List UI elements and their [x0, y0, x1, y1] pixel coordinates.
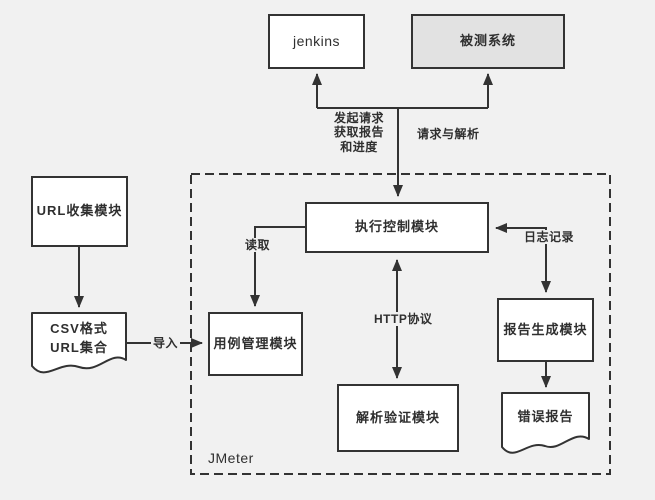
node-jenkins: jenkins — [268, 14, 365, 69]
node-parse-verify-label: 解析验证模块 — [355, 409, 440, 425]
edge-label-log-record: 日志记录 — [522, 230, 577, 245]
node-exec-control-label: 执行控制模块 — [354, 219, 439, 235]
node-report-gen: 报告生成模块 — [497, 298, 594, 362]
doc-shape-csv — [31, 312, 127, 374]
node-case-mgmt-label: 用例管理模块 — [213, 335, 298, 351]
doc-csv-label: CSV格式 URL集合 — [50, 320, 108, 356]
edge-label-http-protocol: HTTP协议 — [372, 312, 435, 327]
doc-error-report-label: 错误报告 — [517, 409, 574, 425]
jmeter-container-border — [190, 173, 611, 475]
node-report-gen-label: 报告生成模块 — [503, 321, 588, 337]
node-exec-control: 执行控制模块 — [305, 202, 489, 253]
edge-label-request-and-parse: 请求与解析 — [417, 127, 480, 141]
node-system-under-test-label: 被测系统 — [459, 33, 516, 49]
node-jenkins-label: jenkins — [292, 33, 341, 50]
edge-read-to-case-mgmt — [250, 226, 305, 307]
edge-label-read: 读取 — [243, 238, 273, 253]
node-url-collector: URL收集模块 — [31, 176, 128, 247]
doc-shape-error-report — [501, 392, 590, 454]
node-system-under-test: 被测系统 — [411, 14, 565, 69]
node-parse-verify: 解析验证模块 — [337, 384, 459, 452]
edge-label-import: 导入 — [151, 336, 181, 351]
doc-csv: CSV格式 URL集合 — [32, 315, 126, 361]
node-case-mgmt: 用例管理模块 — [208, 312, 303, 376]
node-url-collector-label: URL收集模块 — [36, 203, 123, 219]
edge-label-initiate-request: 发起请求 获取报告 和进度 — [333, 111, 384, 154]
jmeter-container-label: JMeter — [208, 450, 254, 466]
doc-error-report: 错误报告 — [502, 395, 589, 439]
